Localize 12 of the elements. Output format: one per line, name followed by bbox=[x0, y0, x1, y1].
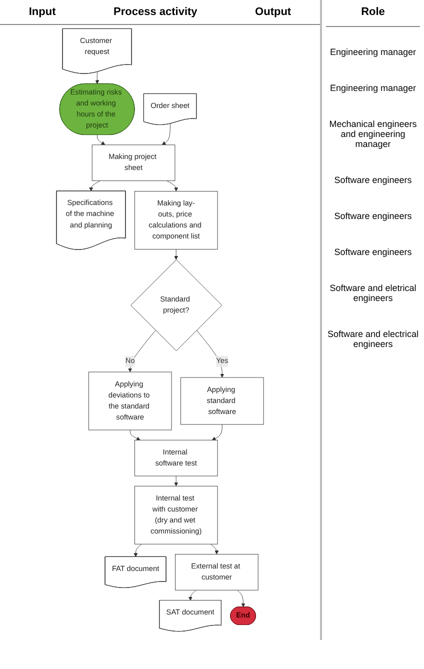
role-label: Engineering manager bbox=[328, 47, 418, 57]
column-header: Input bbox=[28, 6, 56, 18]
role-label: Software engineers bbox=[333, 247, 413, 257]
role-label: Mechanical engineers and engineering manager bbox=[328, 119, 418, 149]
column-header: Process activity bbox=[114, 6, 198, 18]
column-header: Output bbox=[255, 6, 292, 18]
role-label: Software and eletrical engineers bbox=[328, 283, 418, 303]
role-label: Engineering manager bbox=[328, 83, 418, 93]
role-label: Software and electrical engineers bbox=[326, 329, 420, 349]
column-header: Role bbox=[326, 4, 420, 27]
role-label: Software engineers bbox=[333, 211, 413, 221]
role-label: Software engineers bbox=[333, 175, 413, 185]
